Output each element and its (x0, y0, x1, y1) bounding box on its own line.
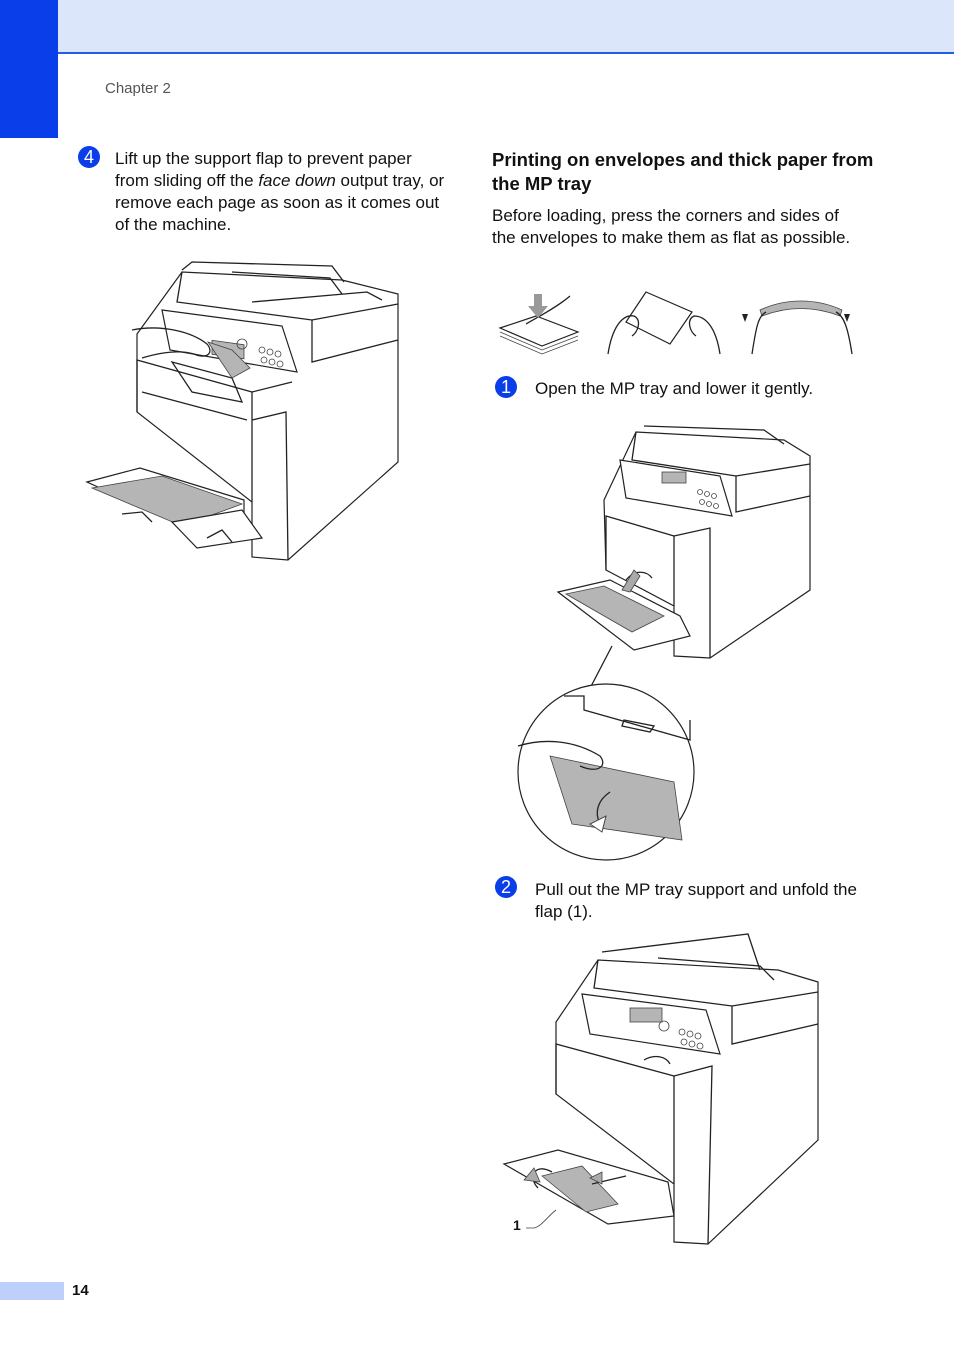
step-4-text: Lift up the support flap to prevent pape… (115, 148, 445, 236)
printer-illustration-mp-tray-support (502, 933, 819, 1245)
printer-illustration-open-mp-tray (517, 425, 811, 861)
step-4-text-a: Lift up the support flap to prevent pape… (115, 149, 412, 190)
step-1-text: Open the MP tray and lower it gently. (535, 379, 814, 398)
chapter-tab (0, 0, 58, 138)
step-2-text: Pull out the MP tray support and unfold … (535, 880, 857, 921)
footer-bar (0, 1282, 64, 1300)
chapter-label: Chapter 2 (105, 80, 171, 97)
callout-label-1: 1 (513, 1217, 521, 1233)
step-1-badge: 1 (495, 376, 517, 398)
section-intro: Before loading, press the corners and si… (492, 206, 851, 247)
section-heading: Printing on envelopes and thick paper fr… (492, 149, 874, 194)
page-number: 14 (72, 1282, 89, 1299)
printer-illustration-support-flap (85, 261, 399, 561)
step-4-badge: 4 (78, 146, 100, 168)
header-band (58, 0, 954, 54)
step-2-badge: 2 (495, 876, 517, 898)
step-4-text-italic: face down (258, 171, 336, 190)
step-4-text-b: output tray, or remove each page as soon… (115, 171, 445, 234)
envelope-prep-illustration (498, 291, 853, 355)
